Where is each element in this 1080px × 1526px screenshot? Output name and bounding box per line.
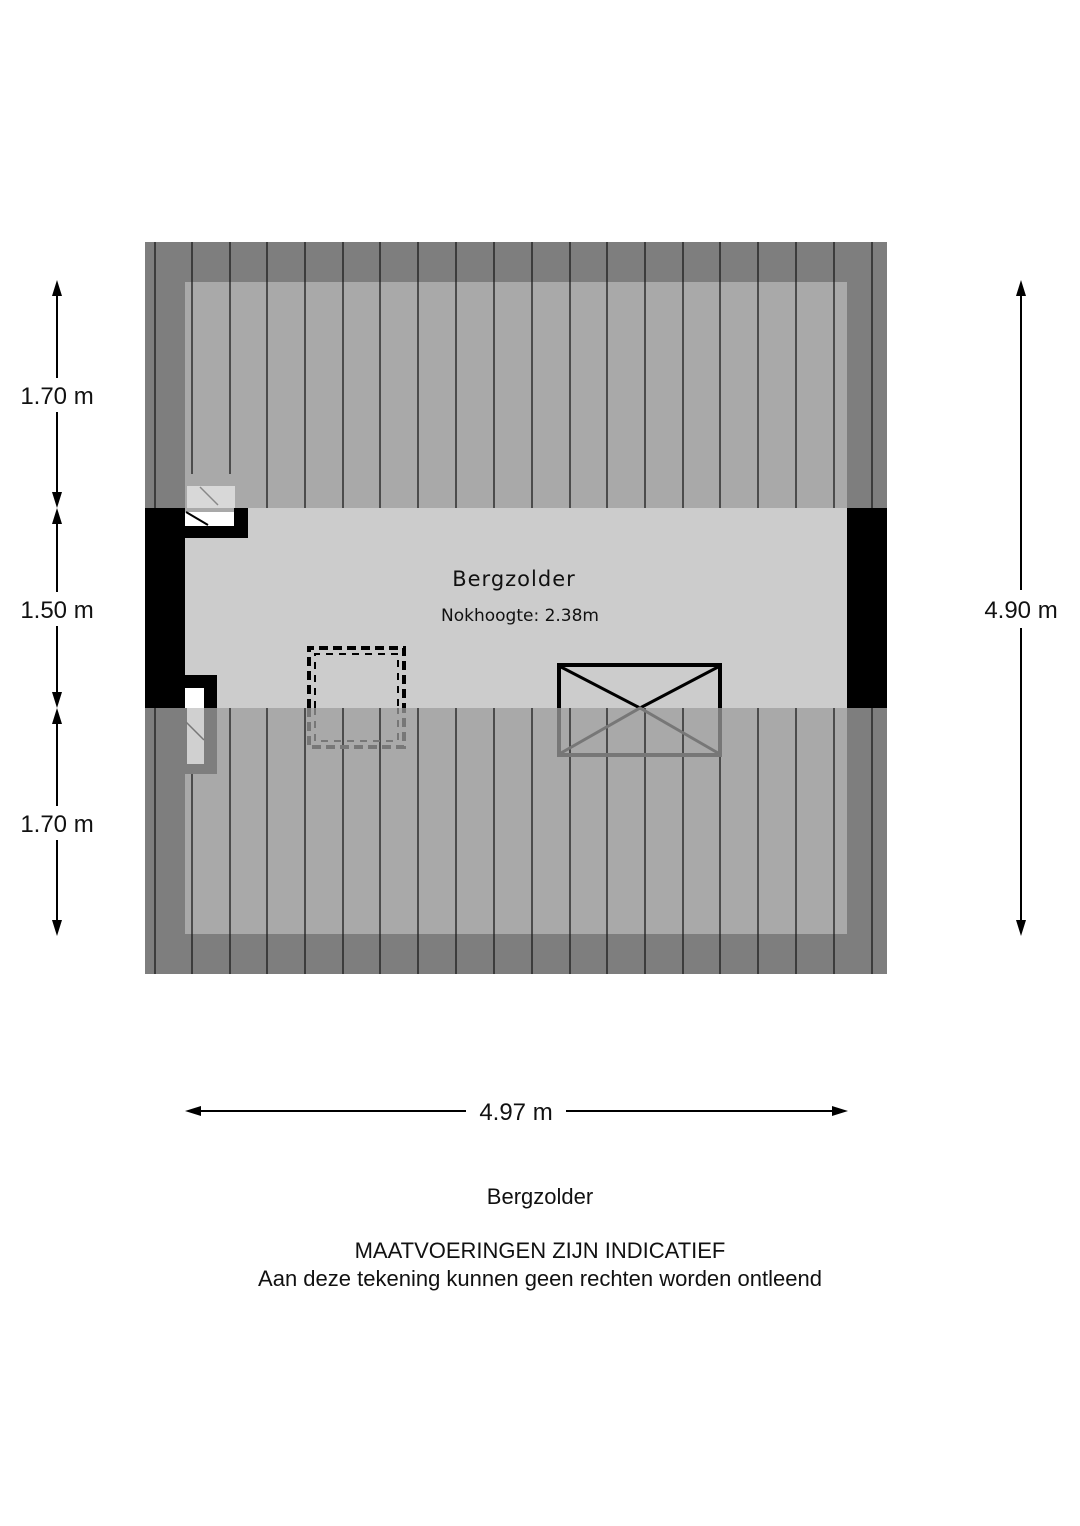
arrow-up-icon [1016, 280, 1026, 296]
walls [145, 508, 887, 708]
skylight-upper-frame [557, 663, 722, 708]
right-wall [847, 508, 887, 708]
right-dimension [1016, 280, 1026, 936]
hatch-outline-lower [307, 708, 406, 749]
window-upper-left [185, 474, 248, 538]
window-glass [185, 688, 204, 708]
skylight-lower-frame [557, 708, 722, 757]
floor-area [145, 508, 887, 708]
window-sill [185, 508, 248, 538]
caption-disclaimer-line1: MAATVOERINGEN ZIJN INDICATIEF [354, 1238, 726, 1263]
arrow-down-icon [52, 692, 62, 708]
caption-disclaimer-line2: Aan deze tekening kunnen geen rechten wo… [258, 1266, 822, 1291]
dim-label-left-top: 1.70 m [20, 383, 93, 410]
bottom-dimension [185, 1106, 848, 1116]
hatch-outline-upper-inner [314, 653, 399, 708]
arrow-up-icon [52, 280, 62, 296]
roof-inner-bottom [185, 708, 847, 934]
window-glass [185, 512, 234, 526]
caption-title: Bergzolder [486, 1184, 594, 1209]
dim-label-left-middle: 1.50 m [20, 597, 93, 624]
hatch-outline-upper [307, 646, 406, 708]
arrow-down-icon [1016, 920, 1026, 936]
room-name: Bergzolder [452, 567, 576, 591]
roof-rafters [154, 242, 873, 974]
dim-label-bottom-total: 4.97 m [479, 1099, 552, 1126]
skylight-lower-diagonals [560, 706, 719, 755]
window-swing-line-faint [185, 721, 205, 741]
arrow-down-icon [52, 920, 62, 936]
roof-inner-top [185, 282, 847, 508]
left-wall [145, 508, 185, 708]
arrow-left-icon [185, 1106, 201, 1116]
window-swing-line [185, 511, 209, 526]
attic-hatch [307, 646, 406, 749]
hatch-outline-lower-inner [314, 708, 399, 742]
skylight [557, 663, 722, 757]
arrow-down-icon [52, 492, 62, 508]
room-ridge-height: Nokhoogte: 2.38m [441, 606, 599, 626]
window-sill [185, 675, 217, 708]
left-dimension [52, 280, 62, 936]
window-lower-left [185, 675, 217, 774]
window-opening [187, 708, 204, 764]
arrow-right-icon [832, 1106, 848, 1116]
dim-label-right-total: 4.90 m [984, 597, 1057, 624]
window-swing-line-faint [199, 486, 219, 506]
dim-label-left-bottom: 1.70 m [20, 811, 93, 838]
